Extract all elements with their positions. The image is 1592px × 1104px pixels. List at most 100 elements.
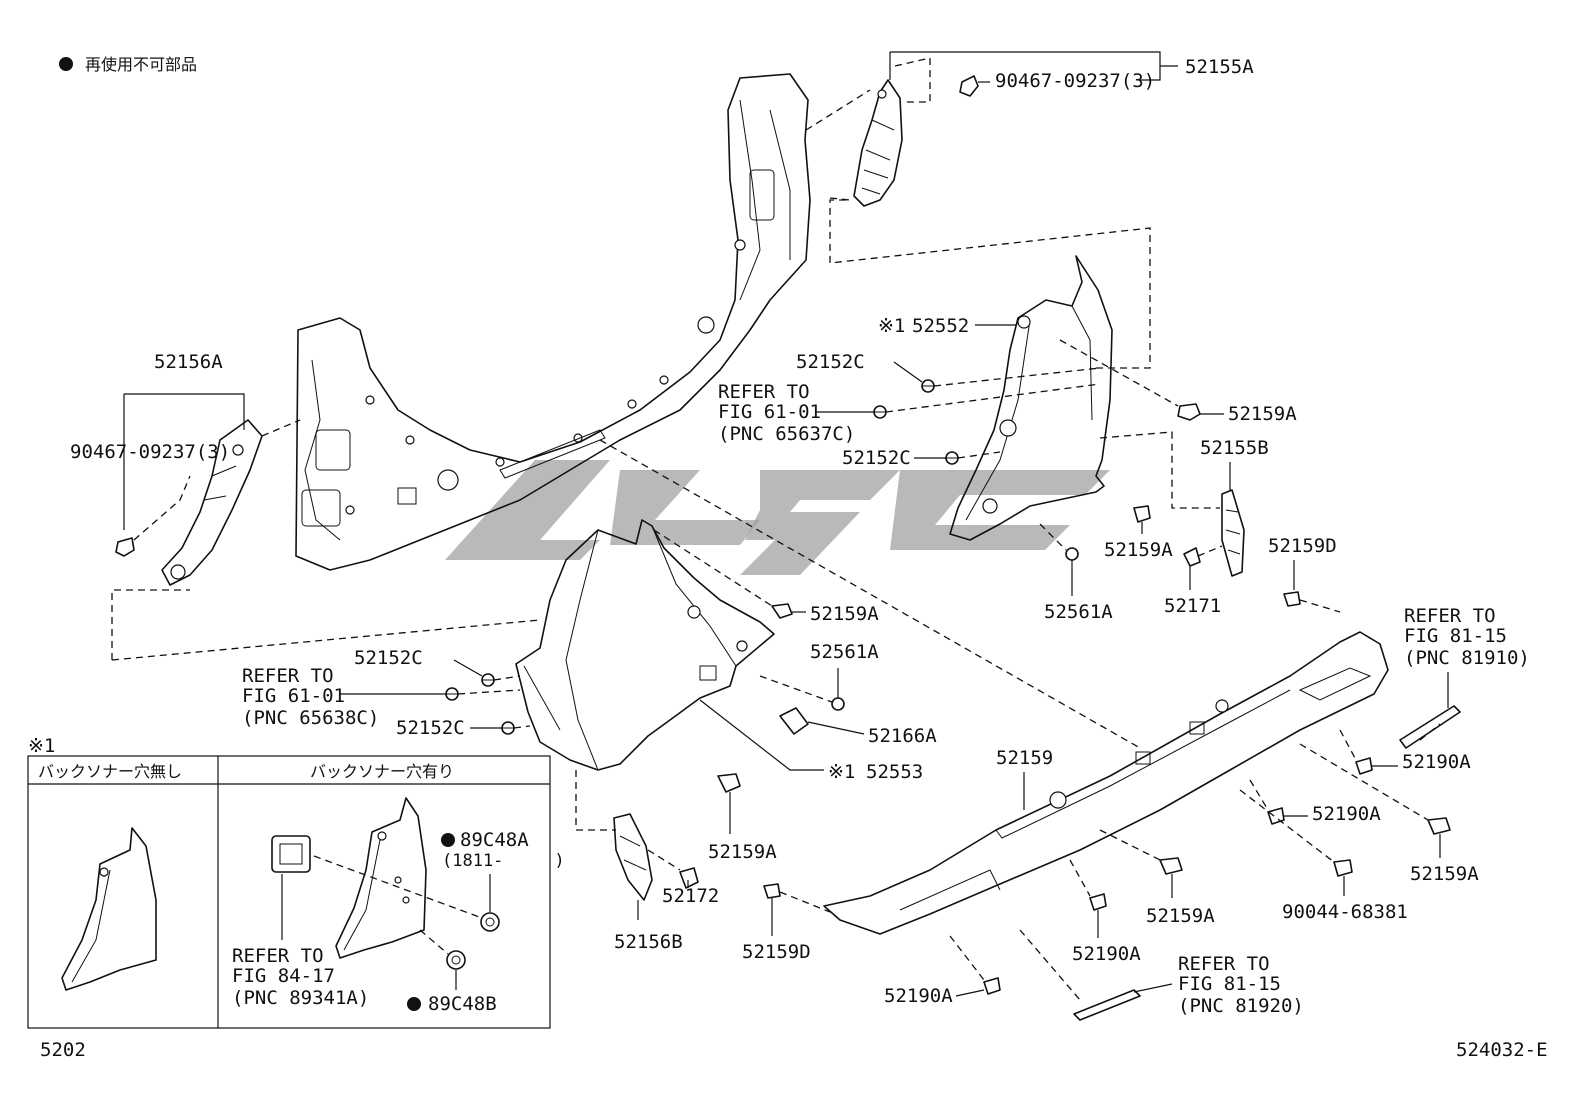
part-label-52190A-d: 52190A [884, 985, 953, 1007]
watermark-logo [445, 460, 1110, 575]
part-label-52159A-a: 52159A [1228, 403, 1297, 425]
part-label-52152C-c: 52152C [354, 647, 423, 669]
inset-part-date-89C48A: (1811- ) [442, 851, 565, 871]
quarter-inner-panel [295, 73, 811, 571]
part-label-52159A-f: 52159A [1410, 863, 1479, 885]
part-label-52159D-a: 52159D [1268, 535, 1337, 557]
part-label-52159D-b: 52159D [742, 941, 811, 963]
screw-90044-icon [1333, 859, 1353, 877]
part-label-52166A: 52166A [868, 725, 937, 747]
inset-table [27, 755, 551, 1029]
part-label-52159: 52159 [996, 747, 1053, 769]
clip-52172-icon [679, 867, 699, 889]
part-label-52159A-d: 52159A [1146, 905, 1215, 927]
refer-fig-81-15-a-line2: FIG 81-15 [1404, 625, 1507, 647]
inset-col-without-sonar: バックソナー穴無し [38, 762, 182, 781]
bracket-52155A [853, 79, 903, 207]
note-marker-52552: ※1 [878, 315, 905, 337]
part-label-52155A: 52155A [1185, 56, 1254, 78]
screw-52159A-lower-left-icon [717, 773, 741, 793]
clip-52190A-bottom-icon [983, 977, 1001, 995]
inset-retainer-89C48B-icon [446, 950, 466, 970]
clip-90467-top-icon [959, 75, 979, 97]
screw-52159A-upper-icon [1177, 403, 1201, 421]
refer-fig-81-15-b-line1: REFER TO [1178, 953, 1270, 975]
part-label-52156A: 52156A [154, 351, 223, 373]
clip-52190A-right-icon [1355, 757, 1373, 775]
non-reusable-89C48A-marker-icon [441, 833, 455, 847]
liner-52553 [515, 519, 775, 771]
part-label-52172: 52172 [662, 885, 719, 907]
screw-52159A-center-icon [1159, 857, 1183, 875]
clip-52171-icon [1183, 547, 1201, 567]
clip-52152C-upper-icon [921, 379, 935, 393]
inset-refer-fig-84-17-line2: FIG 84-17 [232, 965, 335, 987]
refer-fig-61-01-a-line2: FIG 61-01 [718, 401, 821, 423]
clip-52190A-mid-icon [1267, 807, 1285, 825]
screw-52159A-mid-icon [1133, 505, 1151, 523]
bumper-52159 [823, 631, 1389, 935]
plug-52561A-upper-icon [1065, 547, 1079, 561]
part-label-52190A-c: 52190A [1072, 943, 1141, 965]
bracket-52156B [613, 813, 653, 901]
refer-fig-61-01-b-line3: (PNC 65638C) [242, 707, 379, 729]
inset-part-label-89C48B: 89C48B [428, 993, 497, 1015]
part-label-52159A-b: 52159A [1104, 539, 1173, 561]
clip-52152C-left-b-icon [501, 721, 515, 735]
part-label-52152C-a: 52152C [796, 351, 865, 373]
inset-liner-with-hole [335, 797, 427, 959]
part-label-52190A-b: 52190A [1312, 803, 1381, 825]
refer-fig-81-15-a-line3: (PNC 81910) [1404, 647, 1530, 669]
refer-fig-81-15-b-line3: (PNC 81920) [1178, 995, 1304, 1017]
screw-52159D-right-icon [1283, 591, 1301, 607]
legend-text: 再使用不可部品 [85, 55, 197, 74]
inset-sonar-sensor-icon [271, 835, 311, 873]
refer-fig-61-01-b-line1: REFER TO [242, 665, 334, 687]
screw-52159D-left-icon [763, 883, 781, 899]
part-label-52159A-c: 52159A [810, 603, 879, 625]
part-label-52171: 52171 [1164, 595, 1221, 617]
reflector-81910 [1399, 705, 1461, 749]
refer-fig-61-01-b-line2: FIG 61-01 [242, 685, 345, 707]
part-label-90044: 90044-68381 [1282, 901, 1408, 923]
clip-52152C-mid-icon [945, 451, 959, 465]
clip-65637C-icon [873, 405, 887, 419]
part-label-52561A-b: 52561A [810, 641, 879, 663]
clip-65638C-icon [445, 687, 459, 701]
part-label-90467-top: 90467-09237(3) [995, 70, 1155, 92]
inset-col-with-sonar: バックソナー穴有り [310, 762, 454, 781]
inset-liner-without-hole [61, 827, 157, 991]
clip-90467-left-icon [115, 537, 135, 557]
inset-refer-fig-84-17-line3: (PNC 89341A) [232, 987, 369, 1009]
screw-52159A-left-icon [771, 603, 793, 619]
part-label-52152C-d: 52152C [396, 717, 465, 739]
refer-fig-61-01-a-line3: (PNC 65637C) [718, 423, 855, 445]
part-label-52159A-e: 52159A [708, 841, 777, 863]
figure-number: 5202 [40, 1039, 86, 1061]
clip-52190A-lower-icon [1089, 893, 1107, 911]
part-label-52156B: 52156B [614, 931, 683, 953]
document-code: 524032-E [1456, 1039, 1548, 1061]
refer-fig-81-15-b-line2: FIG 81-15 [1178, 973, 1281, 995]
liner-52552 [949, 255, 1113, 541]
non-reusable-89C48B-marker-icon [407, 997, 421, 1011]
cover-52166A-icon [779, 707, 809, 735]
refer-fig-61-01-a-line1: REFER TO [718, 381, 810, 403]
inset-retainer-89C48A-icon [480, 912, 500, 932]
part-label-52155B: 52155B [1200, 437, 1269, 459]
bracket-52155B [1221, 489, 1245, 577]
part-label-90467-left: 90467-09237(3) [70, 441, 230, 463]
inset-refer-fig-84-17-line1: REFER TO [232, 945, 324, 967]
reflector-81920 [1073, 989, 1141, 1021]
clip-52152C-left-a-icon [481, 673, 495, 687]
part-label-52561A-a: 52561A [1044, 601, 1113, 623]
plug-52561A-lower-icon [831, 697, 845, 711]
part-label-52553: 52553 [866, 761, 923, 783]
note-marker-52553: ※1 [828, 761, 855, 783]
inset-part-label-89C48A: 89C48A [460, 829, 529, 851]
non-reusable-marker-icon [59, 57, 73, 71]
screw-52159A-right-icon [1427, 817, 1451, 835]
part-label-52190A-a: 52190A [1402, 751, 1471, 773]
